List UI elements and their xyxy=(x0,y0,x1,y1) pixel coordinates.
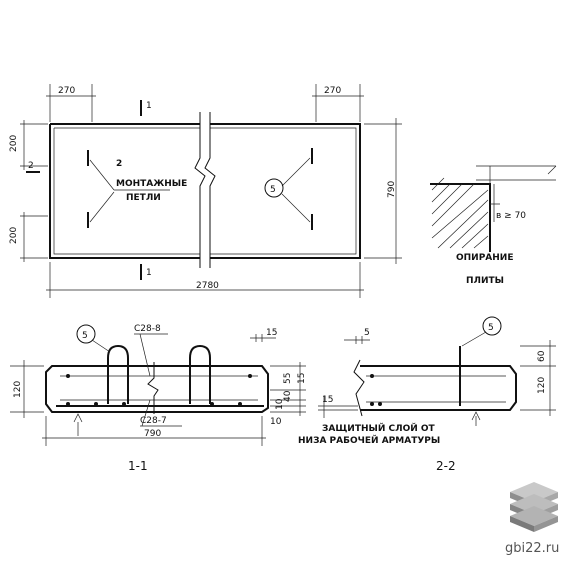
section1-dim-15b: 15 xyxy=(297,373,307,384)
section1-dim-height: 120 xyxy=(13,381,23,398)
section1-caption: 1-1 xyxy=(128,459,148,473)
section1-outline xyxy=(45,365,269,413)
dim-width: 790 xyxy=(387,181,397,198)
support-label-line1: ОПИРАНИЕ xyxy=(456,253,514,263)
section1-dim-40: 40 xyxy=(283,390,293,402)
plan-view: 270 270 1 1 200 200 2 790 2780 2 МОНТАЖН… xyxy=(9,84,402,298)
callout-circle-icon xyxy=(264,178,284,198)
watermark-site: gbi22.ru xyxy=(505,541,559,556)
section-1-1: 5 С28-8 С28-7 120 790 15 55 40 15 10 10 … xyxy=(10,324,307,473)
callout-circle-icon xyxy=(482,316,502,336)
lifting-loop-icon xyxy=(107,344,129,404)
callout-circle-icon xyxy=(76,324,96,344)
section-mark-bottom: 1 xyxy=(146,268,152,278)
dim-top-loop: 200 xyxy=(9,135,19,152)
dim-left-offset: 270 xyxy=(58,86,75,96)
slab-outline-left xyxy=(49,123,200,259)
section-2-2: 5 5 60 120 15 ЗАЩИТНЫЙ СЛОЙ ОТ НИЗА РАБО… xyxy=(298,316,556,473)
loops-number: 2 xyxy=(116,159,122,169)
section2-dim-15: 15 xyxy=(322,395,333,405)
mesh-top-label: С28-8 xyxy=(134,324,161,334)
support-label-line2: ПЛИТЫ xyxy=(466,276,504,286)
section1-dim-width: 790 xyxy=(144,429,161,439)
loops-label-line2: ПЕТЛИ xyxy=(126,193,161,203)
section2-dim-5: 5 xyxy=(364,328,370,338)
plan-callout-5: 5 xyxy=(270,185,276,195)
section1-dim-10b: 10 xyxy=(270,417,282,427)
dim-bottom-loop: 200 xyxy=(9,227,19,244)
dim-total-length: 2780 xyxy=(196,281,219,291)
break-line xyxy=(194,112,206,268)
section1-dim-55: 55 xyxy=(283,373,293,384)
section1-callout-5: 5 xyxy=(82,331,88,341)
lifting-loop-icon xyxy=(189,344,211,404)
protective-layer-note-line1: ЗАЩИТНЫЙ СЛОЙ ОТ xyxy=(322,422,436,434)
section2-callout-5: 5 xyxy=(488,323,494,333)
section2-caption: 2-2 xyxy=(436,459,456,473)
dim-right-offset: 270 xyxy=(324,86,341,96)
section2-dim-120: 120 xyxy=(537,377,547,394)
protective-layer-note-line2: НИЗА РАБОЧЕЙ АРМАТУРЫ xyxy=(298,434,440,446)
section1-dim-10: 10 xyxy=(275,398,285,410)
section2-dim-60: 60 xyxy=(537,350,547,362)
loops-label-line1: МОНТАЖНЫЕ xyxy=(116,179,187,189)
slab-outline-right xyxy=(210,123,361,259)
mesh-bottom-label: С28-7 xyxy=(140,416,167,426)
watermark-logo xyxy=(510,482,558,532)
section2-outline xyxy=(360,365,517,411)
section-mark-top: 1 xyxy=(146,101,152,111)
support-detail: в ≥ 70 ОПИРАНИЕ ПЛИТЫ xyxy=(430,165,557,286)
section-mark-2: 2 xyxy=(28,161,34,171)
section1-dim-15: 15 xyxy=(266,328,277,338)
support-dim-bearing: в ≥ 70 xyxy=(496,211,526,221)
